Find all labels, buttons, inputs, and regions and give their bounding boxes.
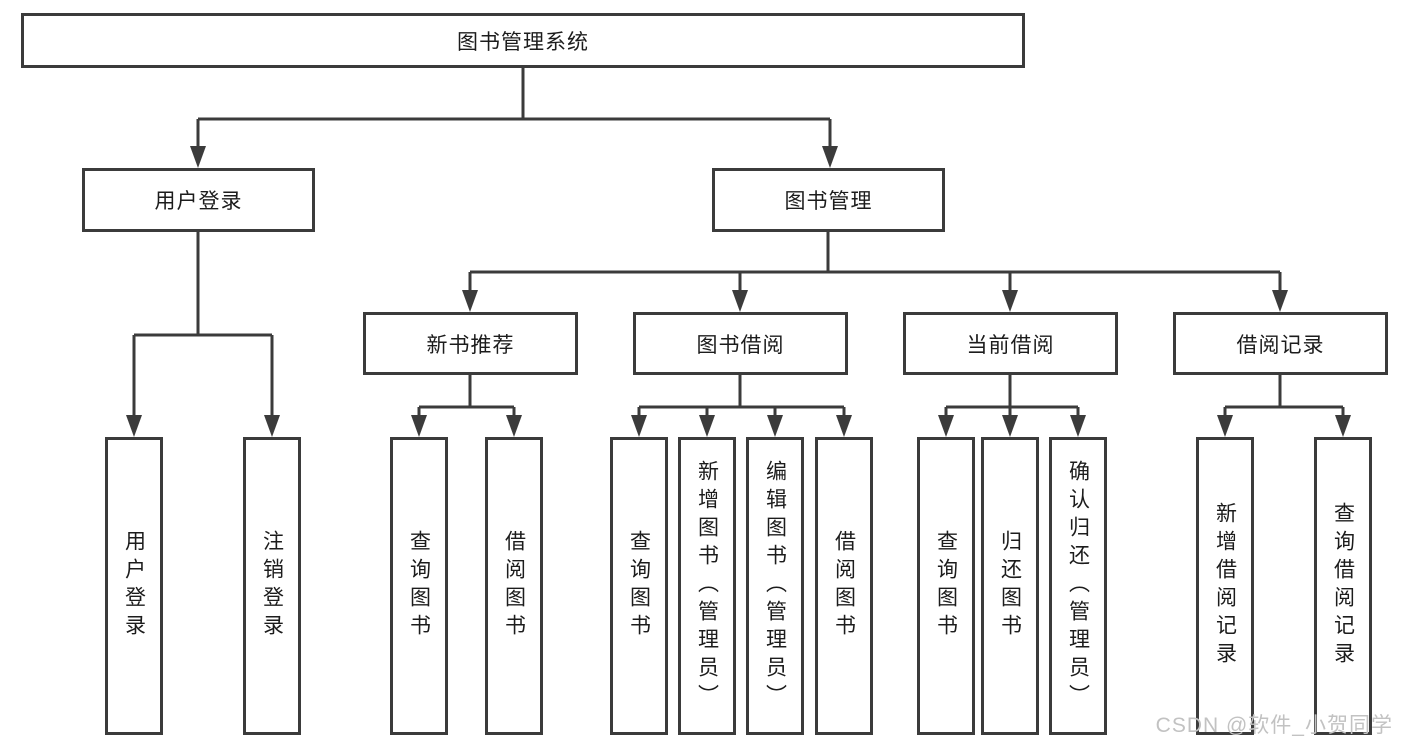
arrowhead bbox=[1272, 290, 1288, 312]
leaf-borrow-query-books: 查询图书 bbox=[610, 437, 668, 735]
node-book-management: 图书管理 bbox=[712, 168, 945, 232]
leaf-borrow-books-label: 借阅图书 bbox=[832, 530, 856, 642]
leaf-recommend-query-books: 查询图书 bbox=[390, 437, 448, 735]
arrowhead bbox=[411, 415, 427, 437]
leaf-current-query-books-label: 查询图书 bbox=[934, 530, 958, 642]
leaf-user-login-label: 用户登录 bbox=[122, 530, 146, 642]
connector-current-borrow-children bbox=[944, 375, 1080, 421]
node-root: 图书管理系统 bbox=[21, 13, 1025, 68]
arrowhead bbox=[836, 415, 852, 437]
connector-user-login-children bbox=[132, 232, 274, 421]
connector-borrow-records-children bbox=[1223, 375, 1345, 421]
arrowhead bbox=[190, 146, 206, 168]
arrowhead bbox=[462, 290, 478, 312]
arrowhead bbox=[1335, 415, 1351, 437]
leaf-recommend-query-books-label: 查询图书 bbox=[407, 530, 431, 642]
connector-book-borrow-children bbox=[637, 375, 846, 421]
node-current-borrow-label: 当前借阅 bbox=[966, 333, 1055, 357]
leaf-add-borrow-record: 新增借阅记录 bbox=[1196, 437, 1254, 735]
node-new-book-recommend: 新书推荐 bbox=[363, 312, 578, 375]
leaf-edit-books-admin-label: 编辑图书（管理员） bbox=[763, 460, 787, 712]
arrowhead bbox=[1070, 415, 1086, 437]
node-root-label: 图书管理系统 bbox=[457, 30, 589, 54]
leaf-recommend-borrow-books-label: 借阅图书 bbox=[502, 530, 526, 642]
leaf-logout: 注销登录 bbox=[243, 437, 301, 735]
arrowhead bbox=[699, 415, 715, 437]
leaf-add-books-admin-label: 新增图书（管理员） bbox=[695, 460, 719, 712]
leaf-add-books-admin: 新增图书（管理员） bbox=[678, 437, 736, 735]
arrowhead bbox=[767, 415, 783, 437]
leaf-confirm-return-admin: 确认归还（管理员） bbox=[1049, 437, 1107, 735]
leaf-query-borrow-record-label: 查询借阅记录 bbox=[1331, 502, 1355, 670]
node-borrow-records-label: 借阅记录 bbox=[1236, 333, 1325, 357]
node-current-borrow: 当前借阅 bbox=[903, 312, 1118, 375]
leaf-confirm-return-admin-label: 确认归还（管理员） bbox=[1066, 460, 1090, 712]
node-borrow-records: 借阅记录 bbox=[1173, 312, 1388, 375]
leaf-add-borrow-record-label: 新增借阅记录 bbox=[1213, 502, 1237, 670]
node-user-login: 用户登录 bbox=[82, 168, 315, 232]
arrowhead bbox=[822, 146, 838, 168]
arrowhead bbox=[631, 415, 647, 437]
leaf-logout-label: 注销登录 bbox=[260, 530, 284, 642]
watermark-text: CSDN @软件_小贺同学 bbox=[1155, 714, 1393, 737]
node-new-book-recommend-label: 新书推荐 bbox=[426, 333, 515, 357]
leaf-user-login: 用户登录 bbox=[105, 437, 163, 735]
leaf-borrow-books: 借阅图书 bbox=[815, 437, 873, 735]
leaf-borrow-query-books-label: 查询图书 bbox=[627, 530, 651, 642]
connector-new-book-recommend-children bbox=[417, 375, 516, 421]
arrowhead bbox=[1002, 415, 1018, 437]
arrowhead bbox=[264, 415, 280, 437]
leaf-query-borrow-record: 查询借阅记录 bbox=[1314, 437, 1372, 735]
node-user-login-label: 用户登录 bbox=[154, 190, 243, 213]
arrowhead bbox=[506, 415, 522, 437]
arrowhead bbox=[1002, 290, 1018, 312]
leaf-current-query-books: 查询图书 bbox=[917, 437, 975, 735]
leaf-return-books-label: 归还图书 bbox=[998, 530, 1022, 642]
arrowhead bbox=[938, 415, 954, 437]
arrowhead bbox=[126, 415, 142, 437]
connector-root-to-level2 bbox=[196, 68, 832, 150]
node-book-borrow: 图书借阅 bbox=[633, 312, 848, 375]
node-book-management-label: 图书管理 bbox=[784, 190, 873, 213]
arrowhead bbox=[732, 290, 748, 312]
connector-book-management-children bbox=[468, 232, 1282, 294]
arrowhead bbox=[1217, 415, 1233, 437]
leaf-recommend-borrow-books: 借阅图书 bbox=[485, 437, 543, 735]
node-book-borrow-label: 图书借阅 bbox=[696, 333, 785, 357]
leaf-edit-books-admin: 编辑图书（管理员） bbox=[746, 437, 804, 735]
leaf-return-books: 归还图书 bbox=[981, 437, 1039, 735]
